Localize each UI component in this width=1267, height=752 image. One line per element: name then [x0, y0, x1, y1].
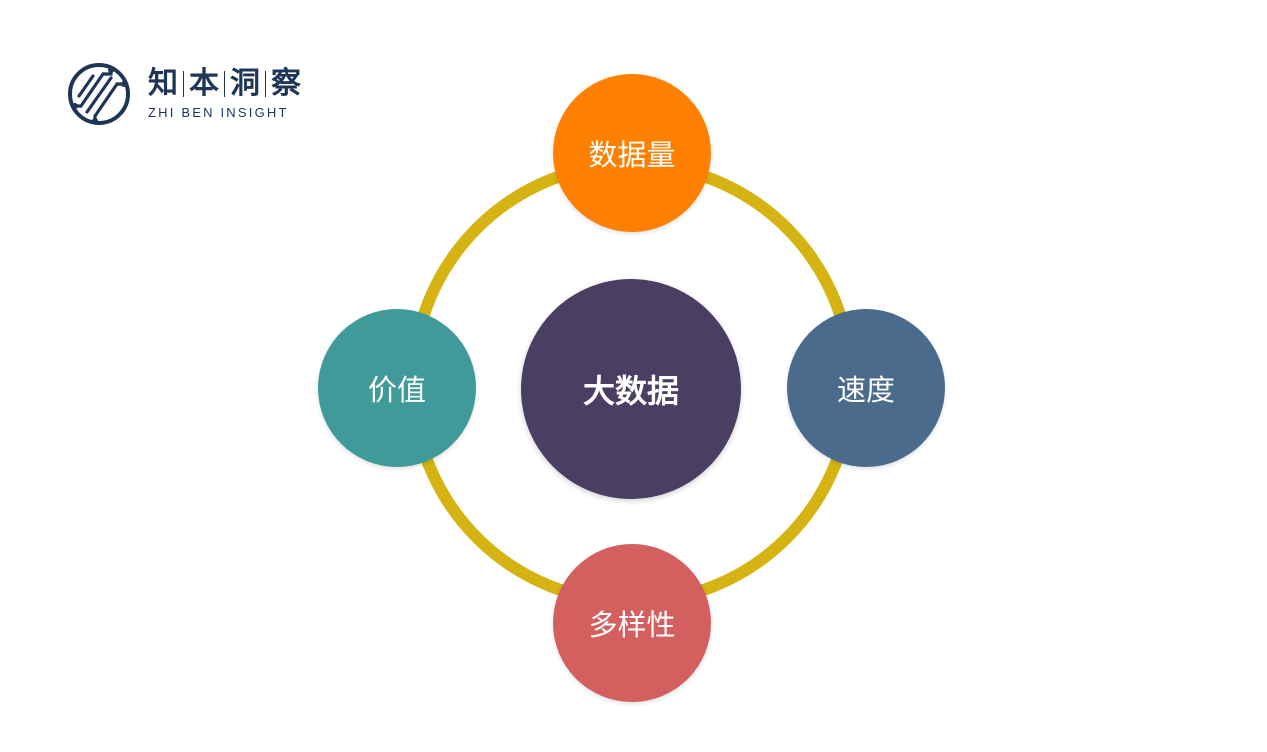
- logo-name-cn: 知 本 洞 察: [148, 67, 301, 101]
- brand-logo: 知 本 洞 察 ZHI BEN INSIGHT: [67, 62, 301, 126]
- logo-separator: [183, 71, 184, 97]
- node-variety-label: 多样性: [588, 608, 676, 642]
- logo-separator: [224, 71, 225, 97]
- circuit-globe-icon: [68, 63, 130, 125]
- logo-char-2: 本: [189, 66, 219, 101]
- logo-char-1: 知: [148, 66, 178, 101]
- node-velocity-label: 速度: [836, 373, 895, 407]
- logo-char-3: 洞: [230, 66, 260, 101]
- node-value-label: 价值: [367, 373, 426, 407]
- node-variety: 多样性: [553, 544, 711, 702]
- node-volume-label: 数据量: [588, 138, 676, 172]
- logo-char-4: 察: [271, 66, 301, 101]
- logo-separator: [265, 71, 266, 97]
- center-node-label: 大数据: [582, 372, 679, 410]
- logo-text: 知 本 洞 察 ZHI BEN INSIGHT: [148, 67, 301, 121]
- center-node: 大数据: [521, 279, 741, 499]
- logo-name-en: ZHI BEN INSIGHT: [148, 105, 289, 120]
- node-volume: 数据量: [553, 74, 711, 232]
- node-value: 价值: [318, 309, 476, 467]
- node-velocity: 速度: [787, 309, 945, 467]
